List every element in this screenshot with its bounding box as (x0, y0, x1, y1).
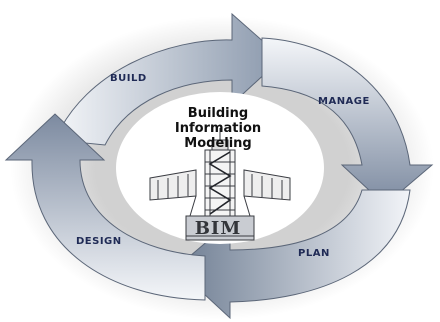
stage-label-design: DESIGN (76, 236, 122, 247)
arrow-design-to-build (4, 113, 206, 301)
arrow-manage-to-plan (261, 37, 434, 206)
arrow-plan-to-design (175, 189, 411, 320)
stage-label-plan: PLAN (298, 248, 330, 259)
center-title-line-3: Modeling (184, 136, 252, 151)
bim-logo-text: BIM (194, 218, 242, 239)
stage-label-manage: MANAGE (318, 96, 370, 107)
arrow-build-to-manage (54, 12, 283, 146)
center-title-line-1: Building (187, 106, 249, 121)
stage-label-build: BUILD (110, 73, 147, 84)
center-title-line-2: Information (174, 121, 262, 136)
bim-building-logo (149, 128, 291, 241)
